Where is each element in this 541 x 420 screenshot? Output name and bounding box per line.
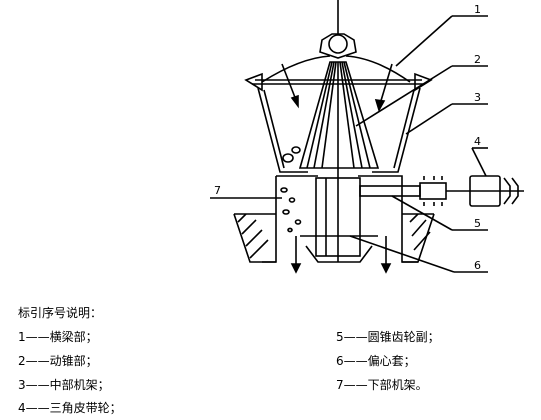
- leader-1: [395, 15, 453, 67]
- callout-1: 1: [474, 3, 481, 16]
- crossbeam-left-end: [244, 72, 263, 92]
- leader-2: [355, 65, 453, 127]
- leader-3: [405, 103, 453, 135]
- legend-item: 6——偏心套；: [336, 354, 416, 368]
- coupling: [419, 182, 447, 200]
- suspension-ring: [328, 34, 348, 54]
- callout-5: 5: [474, 217, 481, 230]
- legend-item: 5——圆锥齿轮副；: [336, 330, 440, 344]
- leader-5: [391, 195, 453, 231]
- pinion-shaft: [359, 185, 421, 197]
- callout-7: 7: [214, 184, 221, 197]
- legend-item: 3——中部机架；: [18, 378, 110, 392]
- legend-item: 7——下部机架。: [336, 378, 428, 392]
- callout-3: 3: [474, 91, 481, 104]
- legend-item: 1——横梁部；: [18, 330, 98, 344]
- callout-4: 4: [474, 135, 481, 148]
- legend-title: 标引序号说明：: [18, 306, 103, 320]
- legend-item: 2——动锥部；: [18, 354, 98, 368]
- v-belt-pulley: [469, 175, 501, 207]
- middle-frame-right: [372, 87, 421, 173]
- crossbeam-arm-right: [345, 55, 411, 83]
- middle-frame-left: [257, 87, 308, 173]
- ore-piece: [282, 153, 294, 163]
- callout-2: 2: [474, 53, 481, 66]
- feed-arrow-left: [281, 63, 297, 101]
- suspension-head: [319, 33, 357, 59]
- lower-frame-left: [262, 176, 277, 263]
- feed-arrow-right: [379, 63, 393, 105]
- crossbeam-arm-left: [261, 55, 331, 83]
- callout-6: 6: [474, 259, 481, 272]
- leader-6: [349, 235, 455, 273]
- legend-item: 4——三角皮带轮；: [18, 401, 122, 415]
- bottom-housing: [305, 245, 373, 263]
- gyratory-crusher-diagram: 1 2 3 4 5 6 7: [210, 0, 524, 274]
